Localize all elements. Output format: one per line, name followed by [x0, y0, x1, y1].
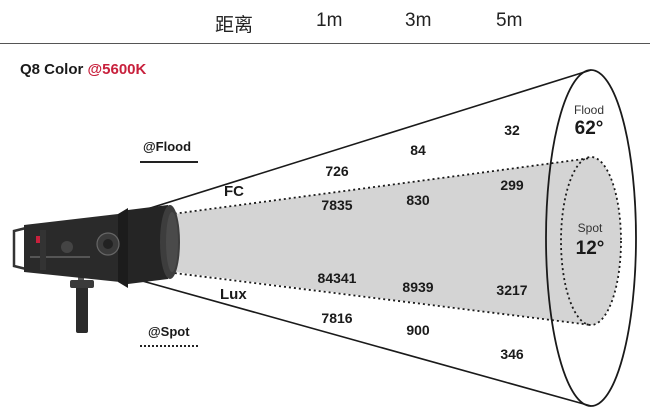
lux-flood-1m: 7816 [321, 310, 353, 326]
flood-beam-angle: 62° [574, 118, 604, 139]
flood-cone-lower-edge [127, 276, 592, 407]
product-title: Q8 Color @5600K [20, 61, 146, 78]
distance-column-1m: 1m [316, 10, 343, 31]
flood-cone-upper-edge [127, 69, 592, 216]
spot-beam-angle: 12° [575, 238, 605, 259]
distance-column-3m: 3m [405, 10, 432, 31]
spot-cone-upper-edge [149, 157, 592, 218]
flood-legend-line [140, 161, 198, 163]
spot-legend-line [140, 345, 198, 347]
spot-beam-ellipse [560, 156, 622, 326]
lux-spot-3m: 8939 [402, 279, 434, 295]
distance-header-label: 距离 [215, 15, 254, 36]
lux-spot-1m: 84341 [317, 270, 357, 286]
spot-beam-end-fill [561, 157, 621, 325]
fc-unit-label: FC [224, 183, 244, 200]
product-model: Q8 Color [20, 61, 84, 78]
color-temperature: @5600K [87, 61, 147, 78]
fc-flood-1m: 726 [325, 163, 349, 179]
lux-flood-3m: 900 [406, 322, 430, 338]
spotlight-fixture [12, 205, 180, 333]
flood-legend-label: @Flood [143, 139, 192, 154]
fc-flood-5m: 32 [504, 122, 520, 138]
flood-beam-label: Flood [573, 103, 605, 117]
fc-flood-3m: 84 [410, 142, 426, 158]
fc-spot-5m: 299 [500, 177, 524, 193]
lux-unit-label: Lux [220, 286, 247, 303]
flood-beam-ellipse [545, 69, 637, 407]
distance-column-5m: 5m [496, 10, 523, 31]
header-divider [0, 43, 650, 44]
fc-spot-1m: 7835 [321, 197, 353, 213]
spot-beam-fill [168, 158, 591, 325]
spot-legend-label: @Spot [148, 324, 190, 339]
spot-beam-label: Spot [577, 221, 603, 235]
spot-cone-lower-edge [149, 269, 592, 326]
fc-spot-3m: 830 [406, 192, 430, 208]
lux-spot-5m: 3217 [496, 282, 528, 298]
lux-flood-5m: 346 [500, 346, 524, 362]
